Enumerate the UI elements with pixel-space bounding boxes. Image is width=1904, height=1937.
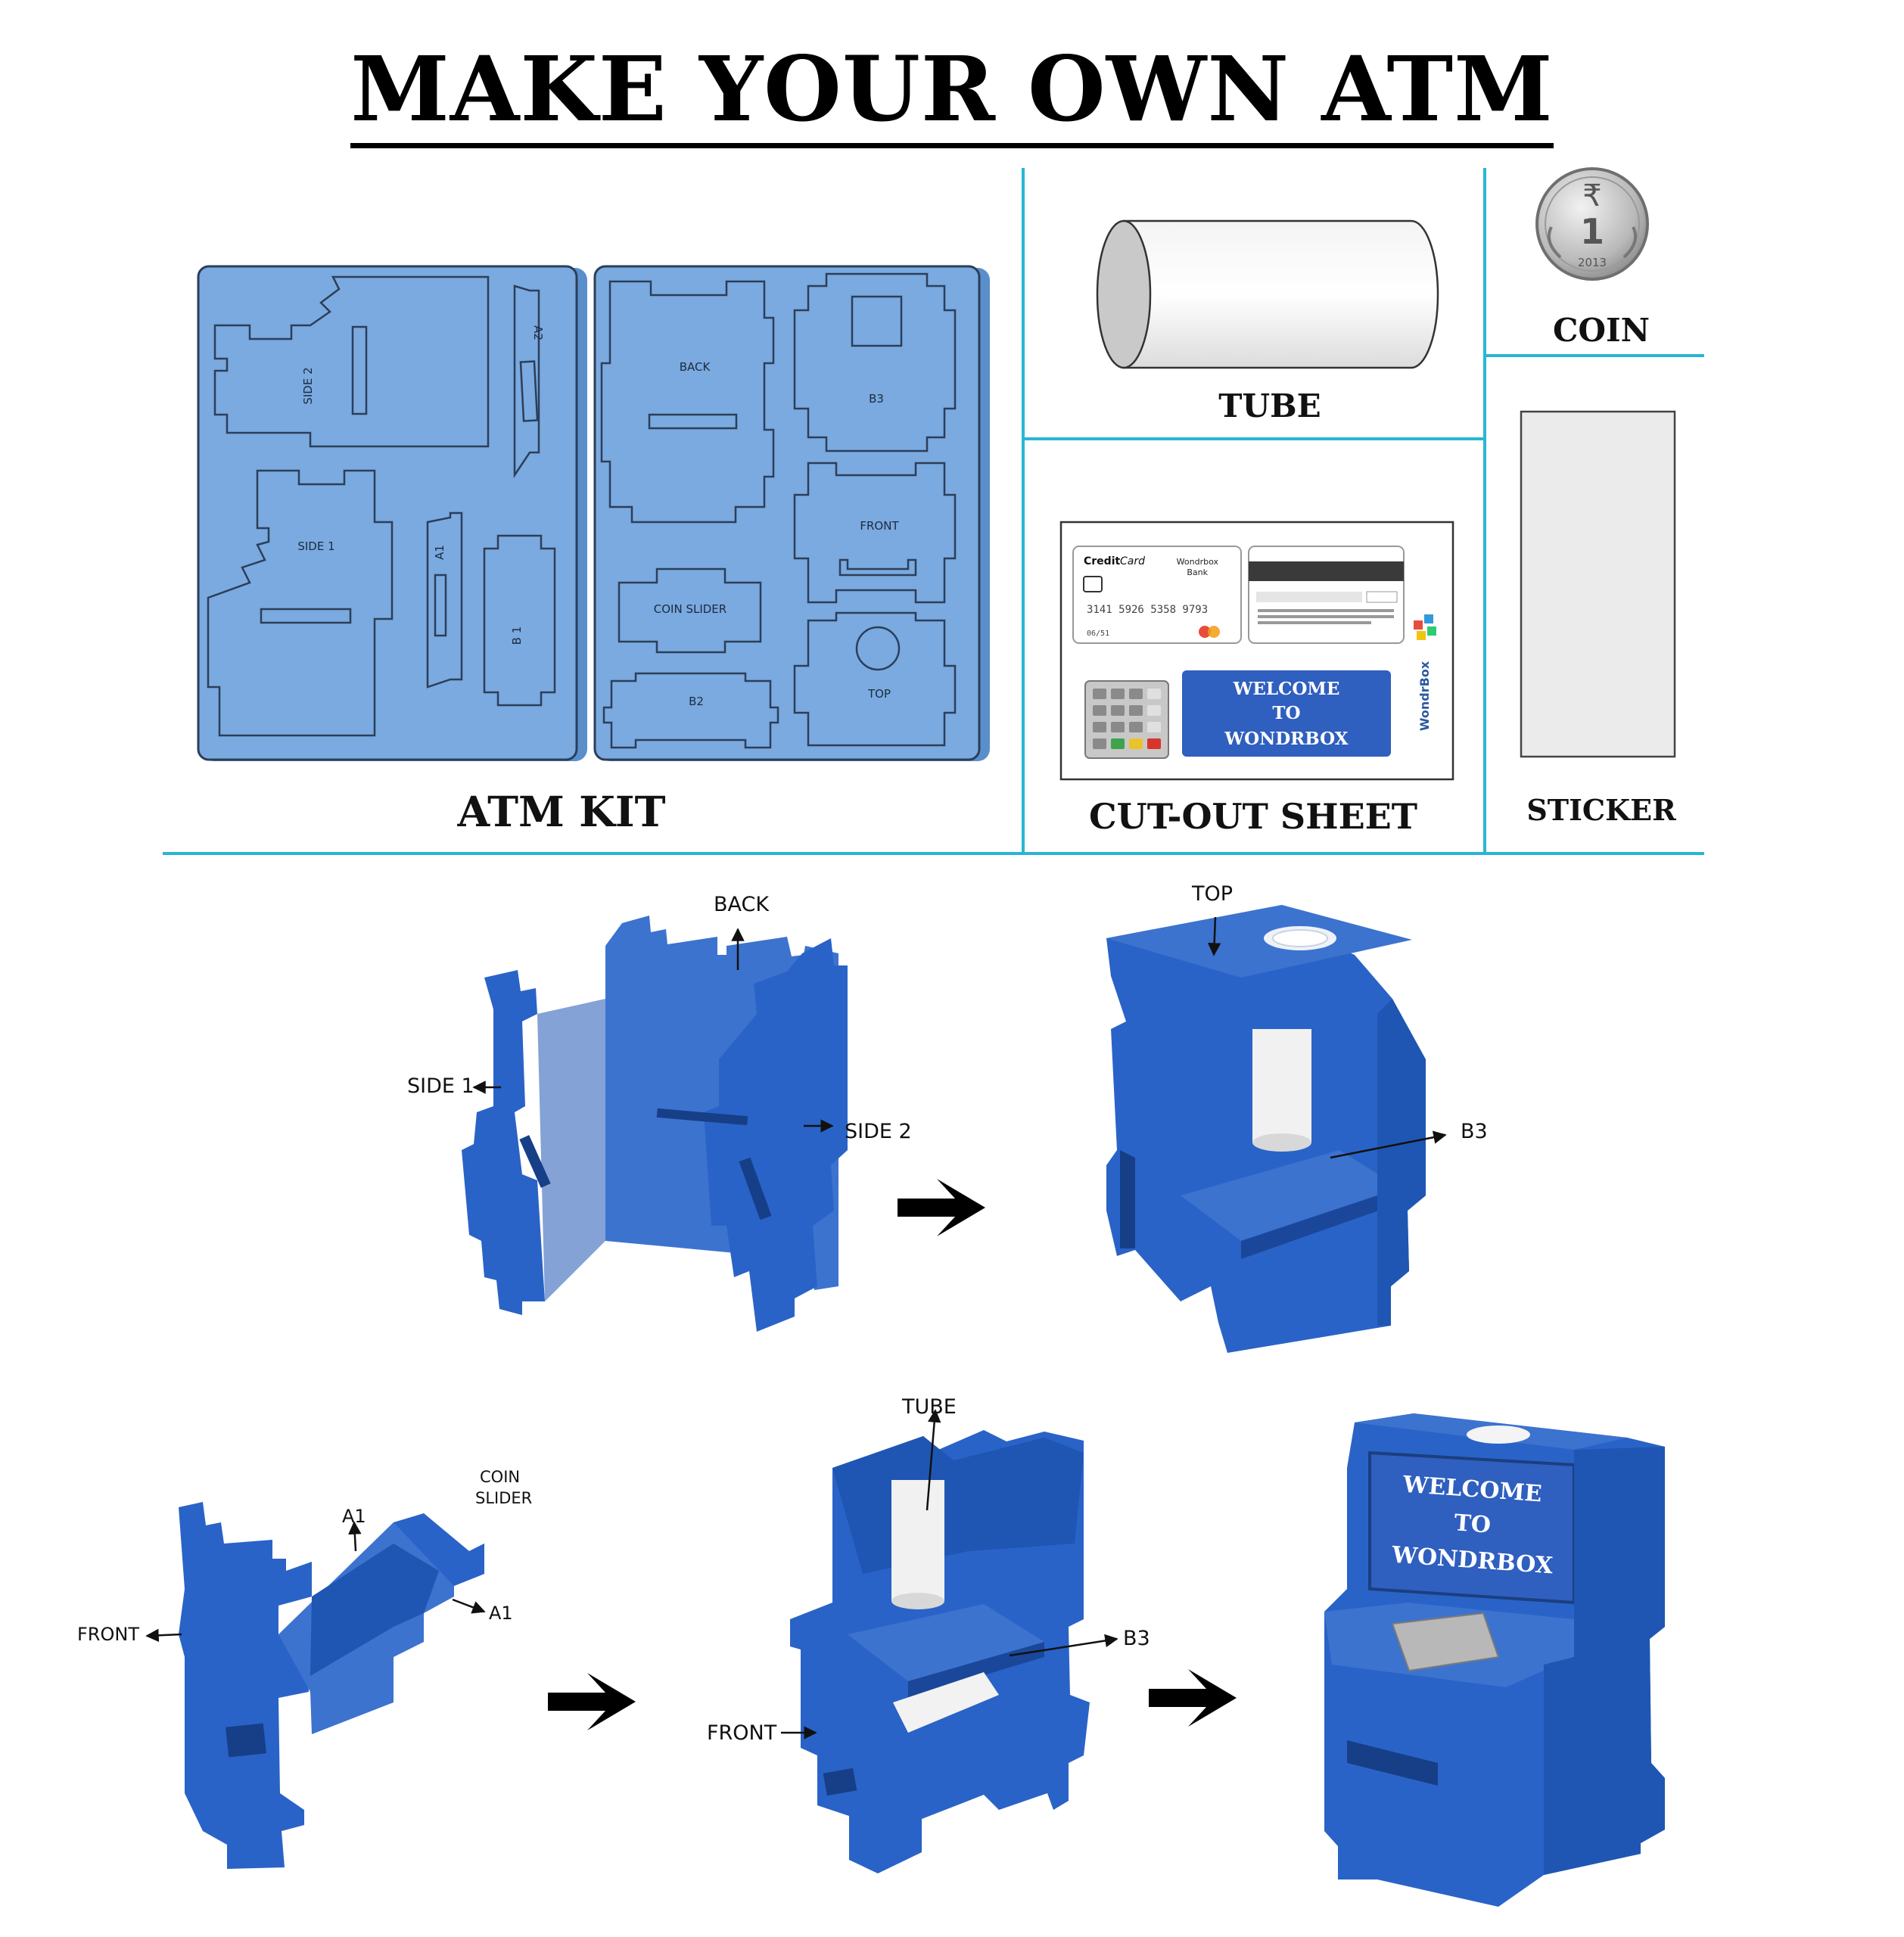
page-title: MAKE YOUR OWN ATM [0, 36, 1904, 148]
assembly-step-4 [790, 1430, 1090, 1873]
credit-card-back [1248, 546, 1405, 644]
coin-symbol: ₹ [1582, 179, 1601, 213]
card-bank-line1: Wondrbox [1177, 557, 1219, 567]
coin-value: 1 [1580, 211, 1604, 252]
wondrbox-logo [1414, 614, 1436, 640]
chip-icon [1083, 576, 1103, 592]
caption-sticker: STICKER [1526, 793, 1676, 827]
label-a1-upper: A1 [342, 1506, 366, 1527]
assembly-step-1 [462, 916, 848, 1332]
kit-label-a2: A2 [531, 325, 545, 340]
credit-card-front [1072, 546, 1242, 644]
kit-label-side2: SIDE 2 [301, 367, 315, 404]
card-brand-credit: Credit [1084, 555, 1120, 567]
kit-label-coin-slider: COIN SLIDER [654, 602, 726, 616]
label-side1: SIDE 1 [407, 1074, 474, 1098]
label-tube: TUBE [902, 1395, 957, 1419]
label-front-step3: FRONT [77, 1624, 139, 1645]
label-side2: SIDE 2 [845, 1120, 912, 1143]
right-arrow-icon [1149, 1669, 1237, 1727]
card-expiry: 06/51 [1087, 630, 1109, 638]
caption-cut-out-sheet: CUT-OUT SHEET [1089, 796, 1417, 837]
process-arrows [548, 1179, 1237, 1730]
wondrbox-logo-text: WondrBox [1417, 661, 1432, 731]
mastercard-icon [1199, 626, 1211, 638]
label-front-step4: FRONT [707, 1721, 777, 1745]
assembly-step-3 [179, 1502, 484, 1869]
label-coin-slider-line2: SLIDER [475, 1489, 533, 1507]
tube-illustration [1096, 219, 1439, 369]
kit-label-b3: B3 [869, 392, 884, 406]
sticker-illustration [1520, 410, 1676, 758]
welcome-cutout-line1: WELCOME [1233, 679, 1340, 699]
label-b3-step4: B3 [1123, 1627, 1150, 1650]
kit-label-b1: B 1 [510, 626, 524, 645]
caption-coin: COIN [1552, 312, 1650, 349]
atm-kit-sheet-right [593, 265, 990, 761]
coin-year: 2013 [1578, 256, 1607, 269]
welcome-cutout-line3: WONDRBOX [1224, 729, 1348, 749]
right-arrow-icon [898, 1179, 985, 1236]
kit-label-front: FRONT [860, 519, 899, 533]
label-b3-step2: B3 [1461, 1120, 1488, 1143]
kit-label-side1: SIDE 1 [297, 539, 334, 553]
kit-label-b2: B2 [689, 695, 704, 708]
card-brand-card: Card [1120, 555, 1145, 567]
caption-atm-kit: ATM KIT [457, 787, 666, 836]
kit-label-a1: A1 [433, 545, 446, 560]
card-number: 3141 5926 5358 9793 [1087, 604, 1208, 616]
section-dividers [163, 168, 1704, 855]
assembly-final-atm [1324, 1413, 1665, 1907]
atm-kit-sheet-left [197, 265, 587, 761]
welcome-screen-cutout [1182, 670, 1391, 757]
final-screen-line2: TO [1453, 1509, 1492, 1538]
kit-piece-labels: SIDE 2 A2 SIDE 1 A1 B 1 BACK B3 FRONT CO… [297, 325, 899, 708]
kit-label-top: TOP [867, 687, 891, 701]
kit-label-back: BACK [680, 360, 711, 374]
cut-out-sheet [1059, 521, 1454, 781]
right-arrow-icon [548, 1673, 636, 1730]
label-back: BACK [714, 893, 770, 916]
cut-out-texts: Credit Card Wondrbox Bank 3141 5926 5358… [1084, 555, 1432, 749]
caption-tube: TUBE [1218, 387, 1321, 424]
keypad-icon [1084, 680, 1169, 759]
assembly-step-2 [1106, 905, 1426, 1353]
label-coin-slider-line1: COIN [480, 1468, 521, 1486]
callout-lines [145, 916, 1447, 1740]
label-top: TOP [1192, 882, 1234, 906]
card-bank-line2: Bank [1187, 567, 1208, 577]
label-a1-lower: A1 [489, 1603, 513, 1624]
welcome-cutout-line2: TO [1272, 703, 1300, 723]
coin-illustration: ₹ 1 2013 [1535, 167, 1649, 281]
